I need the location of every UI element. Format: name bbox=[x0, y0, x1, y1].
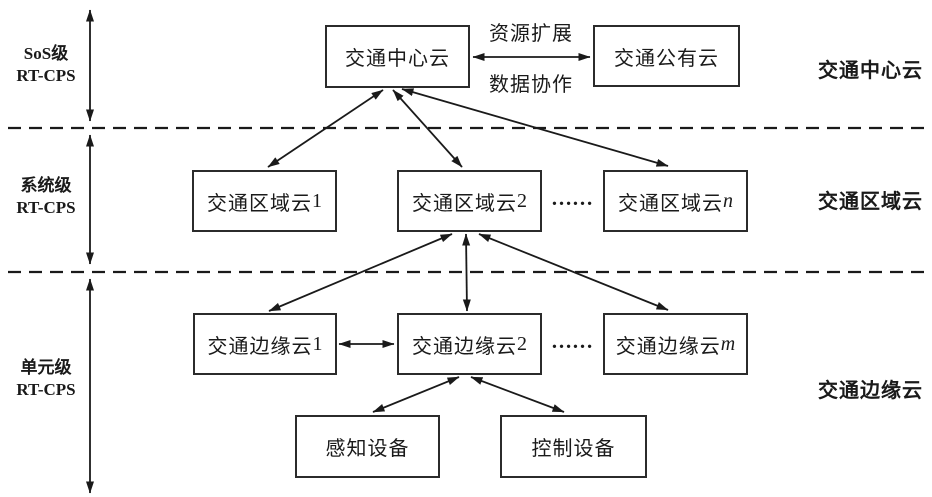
axis-label-sos-sub: RT-CPS bbox=[16, 66, 76, 85]
layer-label-center-cloud: 交通中心云 bbox=[818, 60, 923, 82]
node-sensing-device-label: 感知设备 bbox=[325, 438, 410, 460]
ellipsis-edge-clouds: …… bbox=[551, 329, 593, 353]
link-region2-edge1 bbox=[268, 233, 453, 312]
link-label-data-collaboration: 数据协作 bbox=[489, 74, 573, 96]
link-center-region-n bbox=[401, 88, 669, 167]
node-region-cloud-n-index: n bbox=[723, 189, 733, 212]
link-region2-edge2 bbox=[462, 233, 471, 312]
axis-label-unit-sub: RT-CPS bbox=[16, 380, 76, 399]
node-center-cloud-label: 交通中心云 bbox=[345, 48, 450, 70]
node-control-device: 控制设备 bbox=[500, 415, 647, 478]
ellipsis-region-clouds: …… bbox=[551, 186, 593, 210]
axis-label-unit-name: 单元级 bbox=[20, 358, 72, 377]
node-edge-cloud-2-label: 交通边缘云 bbox=[412, 335, 517, 358]
axis-label-sos-name: SoS级 bbox=[23, 44, 69, 63]
link-edge2-sensing bbox=[372, 376, 460, 413]
node-region-cloud-1-index: 1 bbox=[312, 189, 322, 212]
node-public-cloud-label: 交通公有云 bbox=[614, 47, 719, 70]
node-edge-cloud-2-index: 2 bbox=[517, 332, 527, 355]
node-control-device-label: 控制设备 bbox=[531, 438, 616, 460]
axis-label-system-level: 系统级 RT-CPS bbox=[0, 175, 92, 219]
node-sensing-device: 感知设备 bbox=[295, 415, 440, 478]
layer-label-region-cloud: 交通区域云 bbox=[818, 191, 923, 213]
layer-label-edge-cloud: 交通边缘云 bbox=[818, 380, 923, 402]
node-region-cloud-n-label: 交通区域云 bbox=[618, 192, 723, 215]
axis-label-system-sub: RT-CPS bbox=[16, 198, 76, 217]
axis-label-sos-level: SoS级 RT-CPS bbox=[0, 43, 92, 87]
node-region-cloud-1-label: 交通区域云 bbox=[207, 192, 312, 215]
node-edge-cloud-1-label: 交通边缘云 bbox=[207, 335, 313, 358]
axis-label-unit-level: 单元级 RT-CPS bbox=[0, 357, 92, 401]
link-region2-edge-m bbox=[478, 233, 669, 311]
node-region-cloud-2-label: 交通区域云 bbox=[412, 192, 517, 215]
link-center-region1 bbox=[267, 89, 384, 168]
link-label-resource-expansion: 资源扩展 bbox=[489, 23, 573, 45]
link-edge2-control bbox=[470, 376, 565, 413]
node-edge-cloud-1-index: 1 bbox=[312, 332, 323, 355]
axis-label-system-name: 系统级 bbox=[20, 176, 72, 195]
node-public-cloud: 交通公有云 bbox=[593, 25, 740, 87]
node-center-cloud: 交通中心云 bbox=[325, 25, 470, 88]
node-edge-cloud-m-label: 交通边缘云 bbox=[615, 335, 721, 358]
node-region-cloud-2-index: 2 bbox=[517, 189, 527, 212]
node-edge-cloud-m-index: m bbox=[720, 332, 736, 355]
